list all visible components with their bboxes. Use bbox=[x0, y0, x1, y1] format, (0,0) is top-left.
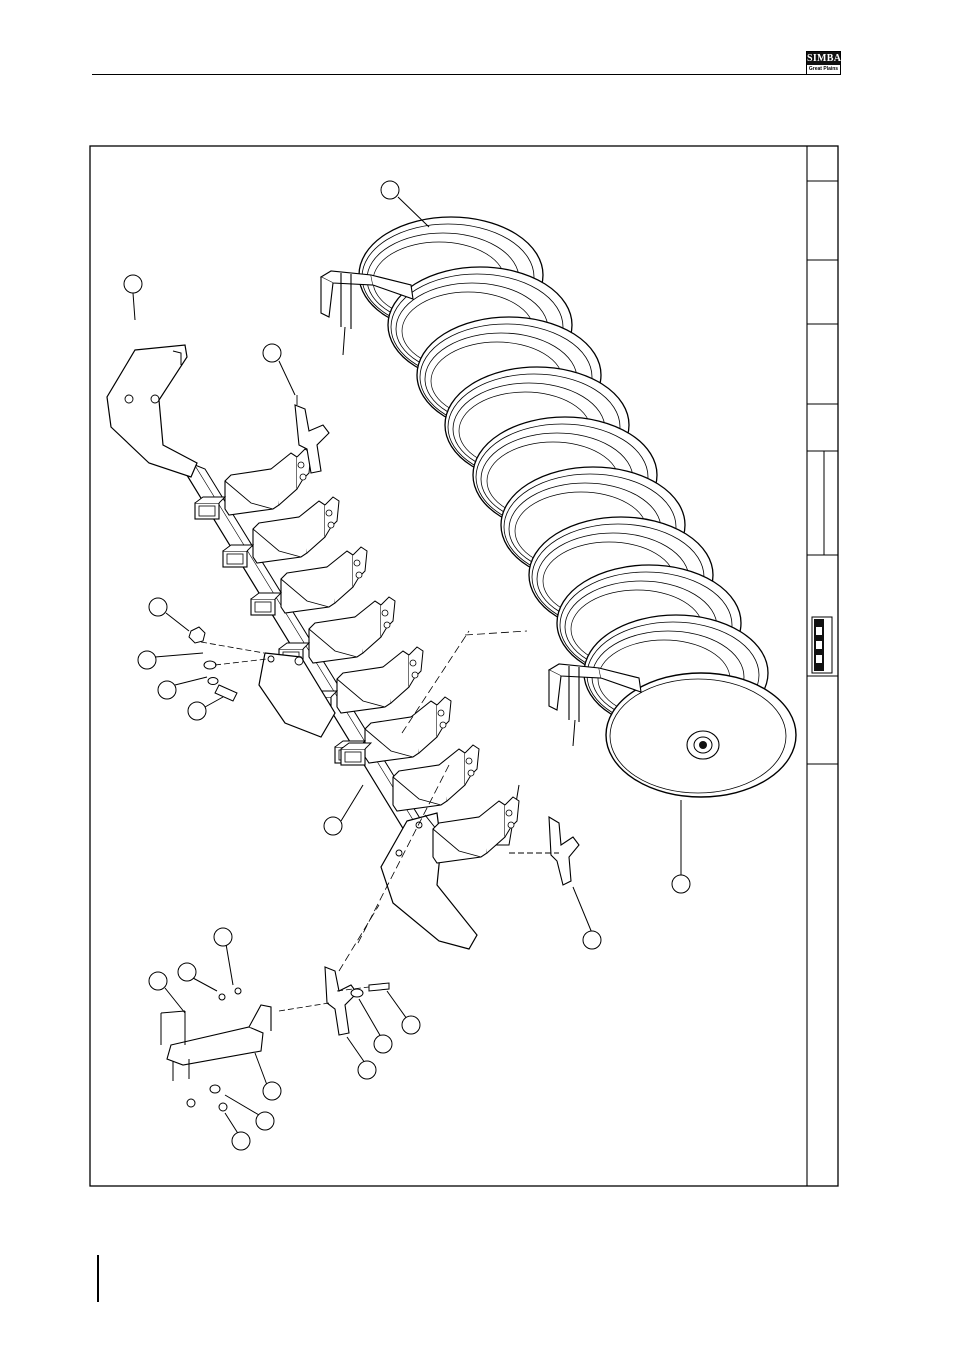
callout-scraper-right bbox=[583, 931, 601, 949]
callout-u-bolt bbox=[149, 972, 167, 990]
drawing-frame bbox=[89, 145, 839, 1187]
logo-brand: SIMBA bbox=[807, 52, 840, 65]
disc-gang bbox=[321, 217, 796, 797]
title-strip-cells bbox=[807, 181, 838, 764]
callout-pin bbox=[214, 928, 232, 946]
callout-bolt-top bbox=[124, 275, 142, 293]
callout-washer bbox=[138, 651, 156, 669]
callout-hex-nut bbox=[232, 1132, 250, 1150]
top-end-plate bbox=[107, 345, 197, 477]
blade-assembly-exploded bbox=[161, 905, 389, 1111]
callout-nut bbox=[149, 598, 167, 616]
logo-sub-brand: Great Plains bbox=[807, 65, 840, 74]
callout-frame-beam bbox=[324, 817, 342, 835]
footer-bar bbox=[97, 1255, 99, 1302]
callout-pivot-bolt bbox=[188, 702, 206, 720]
simba-logo: SIMBA Great Plains bbox=[806, 51, 841, 75]
callout-bearing-end bbox=[672, 875, 690, 893]
callout-blade-bolt bbox=[402, 1016, 420, 1034]
callout-lock-nut bbox=[178, 963, 196, 981]
callout-spring-washer bbox=[158, 681, 176, 699]
callout-disc-assembly bbox=[381, 181, 399, 199]
pivot-hardware bbox=[189, 627, 267, 701]
callout-flat-washer bbox=[256, 1112, 274, 1130]
callout-blade-washer bbox=[374, 1035, 392, 1053]
header-rule bbox=[92, 74, 840, 75]
exploded-parts-diagram bbox=[89, 145, 839, 1187]
callout-scraper-top bbox=[263, 344, 281, 362]
callout-blade-spring bbox=[358, 1061, 376, 1079]
callout-bracket bbox=[263, 1082, 281, 1100]
strip-logo bbox=[812, 617, 832, 673]
scraper-blade-right bbox=[509, 817, 579, 885]
